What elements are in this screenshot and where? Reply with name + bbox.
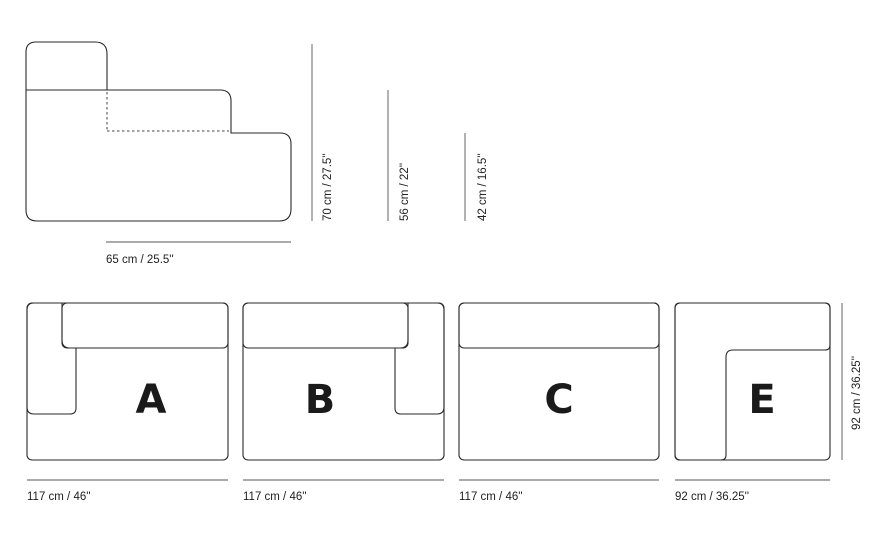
module-e-width-label: 92 cm / 36.25''	[675, 491, 749, 503]
module-e: E 92 cm / 36.25'' 92 cm / 36.25''	[674, 302, 863, 503]
module-c-width-label: 117 cm / 46''	[459, 491, 523, 503]
module-b-letter: B	[305, 377, 336, 423]
side-view-width-label: 65 cm / 25.5''	[106, 254, 174, 266]
module-a-width-label: 117 cm / 46''	[27, 491, 91, 503]
height-label-56: 56 cm / 22''	[399, 163, 411, 221]
module-e-depth-label: 92 cm / 36.25''	[851, 356, 863, 430]
module-a-backrest	[61, 302, 229, 349]
module-b-width-label: 117 cm / 46''	[243, 491, 307, 503]
side-view-backrest-outline	[36, 41, 108, 90]
module-c-letter: C	[544, 377, 573, 423]
module-c-backrest	[458, 302, 660, 349]
module-e-letter: E	[748, 377, 775, 423]
module-c: C 117 cm / 46''	[458, 302, 660, 503]
module-b-outline	[242, 302, 445, 461]
module-b-armrest	[394, 302, 445, 415]
side-view-body-outline	[25, 41, 292, 222]
module-a: A 117 cm / 46''	[26, 302, 229, 503]
module-a-outline	[26, 302, 229, 461]
module-a-letter: A	[136, 377, 167, 423]
module-b-backrest	[242, 302, 409, 349]
module-b: B 117 cm / 46''	[242, 302, 445, 503]
module-a-armrest	[26, 302, 77, 415]
module-e-corner-backrest	[674, 302, 831, 461]
side-view: 65 cm / 25.5'' 70 cm / 27.5'' 56 cm / 22…	[25, 41, 489, 266]
height-label-70: 70 cm / 27.5''	[322, 153, 334, 221]
height-label-42: 42 cm / 16.5''	[477, 153, 489, 221]
